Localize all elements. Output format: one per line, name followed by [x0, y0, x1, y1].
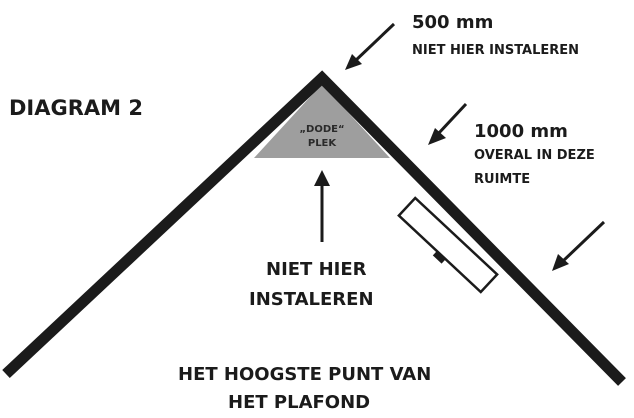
device-mount [397, 196, 499, 294]
diagram-title: DIAGRAM 2 [9, 96, 143, 120]
center-note-line2: INSTALEREN [249, 289, 374, 310]
arrow-lower-right [552, 220, 606, 271]
dead-spot-line1: „DODE“ [299, 124, 345, 135]
arrow-500mm [345, 22, 396, 70]
arrow-1000mm [428, 102, 468, 145]
center-note-line1: NIET HIER [266, 259, 367, 280]
dead-spot-label: „DODE“ PLEK [289, 123, 355, 151]
dead-spot-line2: PLEK [307, 138, 337, 149]
label-500mm-distance: 500 mm [412, 12, 494, 33]
dead-zone-area [254, 84, 390, 158]
label-1000mm-distance: 1000 mm [474, 121, 568, 142]
label-1000mm-note-line2: RUIMTE [474, 172, 531, 187]
ceiling-outline [2, 70, 626, 386]
label-1000mm-note-line1: OVERAL IN DEZE [474, 148, 595, 163]
label-500mm-note: NIET HIER INSTALEREN [412, 43, 580, 58]
bottom-note-line2: HET PLAFOND [228, 392, 371, 413]
bottom-note-line1: HET HOOGSTE PUNT VAN [178, 364, 432, 385]
arrow-up-dead-spot [314, 170, 330, 242]
